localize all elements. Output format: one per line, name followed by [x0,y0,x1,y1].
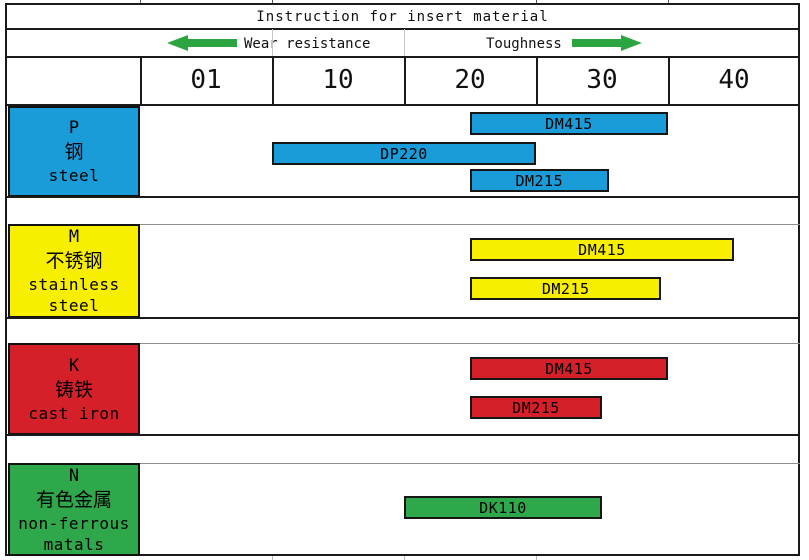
material-letter: P [68,118,80,138]
column-divider [140,57,142,104]
section-top-line [140,224,800,225]
grade-bar-dm215: DM215 [470,277,662,300]
row-divider [5,56,800,58]
gridline-artifact [536,556,537,560]
grade-bar-dm215: DM215 [470,396,602,419]
wear-resistance-label: Wear resistance [244,36,371,52]
table-frame [5,3,800,556]
material-name-line: cast iron [28,403,120,423]
gridline-artifact [272,556,273,560]
material-name-line: steel [48,166,100,185]
material-name-line: 不锈钢 [45,250,103,272]
section-bottom-line [5,196,800,198]
material-name-line: 钢 [64,141,84,163]
arrow-shaft [186,39,237,47]
material-letter: K [68,355,80,376]
axis-tick-40: 40 [718,65,750,95]
axis-tick-01: 01 [190,65,222,95]
material-name-line: matals [43,534,105,554]
row-divider [5,28,800,30]
grade-bar-dp220: DP220 [272,142,536,165]
material-name-line: 铸铁 [54,378,93,401]
column-divider [272,57,274,104]
chart-title: Instruction for insert material [256,8,549,25]
wear-resistance-arrow-icon [167,35,237,51]
gridline-artifact [272,29,273,56]
grade-bar-dk110: DK110 [404,496,602,519]
material-letter: N [68,465,80,486]
grade-bar-dm215: DM215 [470,169,609,192]
arrow-shaft [572,39,623,47]
arrow-head-right-icon [621,35,642,51]
material-name-line: steel [48,296,100,315]
material-letter: M [68,227,80,247]
column-divider [668,57,670,104]
section-bottom-line [5,317,800,319]
axis-tick-10: 10 [322,65,354,95]
axis-tick-30: 30 [586,65,618,95]
grade-bar-dm415: DM415 [470,357,668,380]
axis-tick-20: 20 [454,65,486,95]
section-top-line [140,343,800,344]
gridline-artifact [404,29,405,56]
column-divider [536,57,538,104]
header-bottom-line [5,104,800,106]
gridline-artifact [536,0,537,3]
gridline-artifact [404,556,405,560]
gridline-artifact [140,0,141,3]
section-bottom-line [5,434,800,436]
column-divider [404,57,406,104]
grade-bar-dm415: DM415 [470,112,668,135]
section-top-line [140,463,800,464]
grade-bar-dm415: DM415 [470,238,734,261]
material-label-box-m: M 不锈钢 stainless steel [8,224,140,318]
arrow-head-left-icon [167,35,188,51]
material-name-line: 有色金属 [35,488,112,511]
toughness-label: Toughness [486,36,562,52]
gridline-artifact [668,0,669,3]
toughness-arrow-icon [572,35,642,51]
gridline-artifact [272,0,273,3]
material-name-line: stainless [28,275,120,294]
material-name-line: non-ferrous [18,513,130,533]
